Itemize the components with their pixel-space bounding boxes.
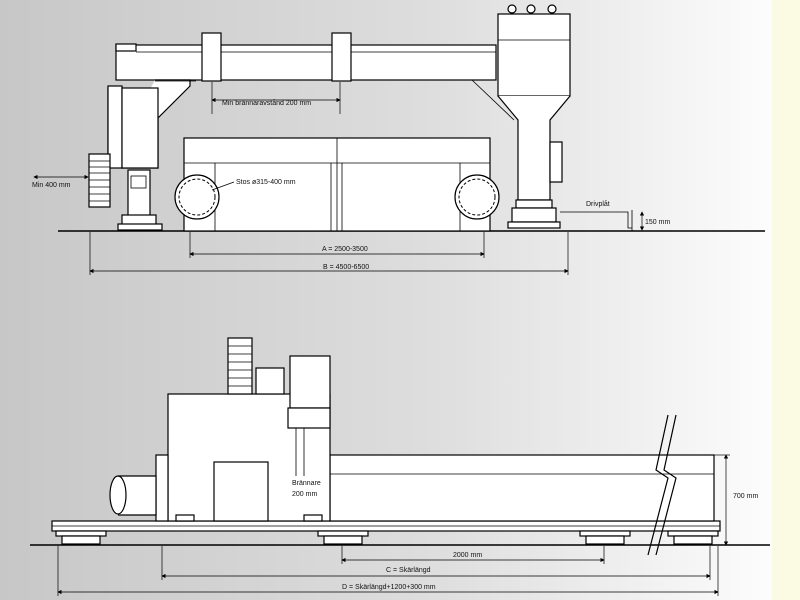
gantry-beam bbox=[115, 44, 497, 81]
label-700mm: 700 mm bbox=[733, 493, 758, 500]
label-2000mm: 2000 mm bbox=[453, 552, 482, 559]
label-burner-200: 200 mm bbox=[292, 491, 317, 498]
table-body bbox=[329, 454, 715, 522]
right-border bbox=[772, 0, 800, 600]
break-line-2 bbox=[655, 414, 677, 556]
control-box bbox=[255, 367, 285, 395]
side-pipe bbox=[118, 475, 157, 516]
label-min-burner-spacing: Min brännaravstånd 200 mm bbox=[222, 99, 311, 107]
label-burner: Brännare bbox=[292, 480, 321, 487]
cable-stack bbox=[227, 337, 253, 395]
label-dim-c: C = Skärlängd bbox=[386, 567, 431, 574]
burner-clamp-2 bbox=[331, 32, 352, 82]
top-view: Min brännaravstånd 200 mm Min 400 mm Sto… bbox=[32, 4, 765, 275]
label-min-400: Min 400 mm bbox=[32, 182, 71, 189]
drive-plate bbox=[560, 211, 632, 229]
label-dim-d: D = Skärlängd+1200+300 mm bbox=[342, 584, 436, 591]
burner-head bbox=[289, 355, 331, 409]
pipe-left bbox=[174, 174, 220, 220]
label-pipe-diameter: Stos ø315-400 mm bbox=[236, 179, 296, 186]
left-cable-stack bbox=[88, 153, 111, 208]
label-dim-a: A = 2500-3500 bbox=[322, 246, 368, 253]
rail-feet bbox=[55, 530, 719, 545]
label-dim-b: B = 4500-6500 bbox=[323, 264, 369, 271]
burner-clamp-1 bbox=[201, 32, 222, 82]
right-head-housing bbox=[497, 13, 571, 97]
gantry-door bbox=[213, 461, 269, 522]
pipe-right bbox=[454, 174, 500, 220]
bottom-view: Brännare 200 mm 700 mm 2000 mm C = Skärl… bbox=[30, 337, 770, 596]
label-150mm: 150 mm bbox=[645, 219, 670, 226]
label-drive-plate: Drivplåt bbox=[586, 200, 610, 208]
break-line-1 bbox=[647, 414, 669, 556]
